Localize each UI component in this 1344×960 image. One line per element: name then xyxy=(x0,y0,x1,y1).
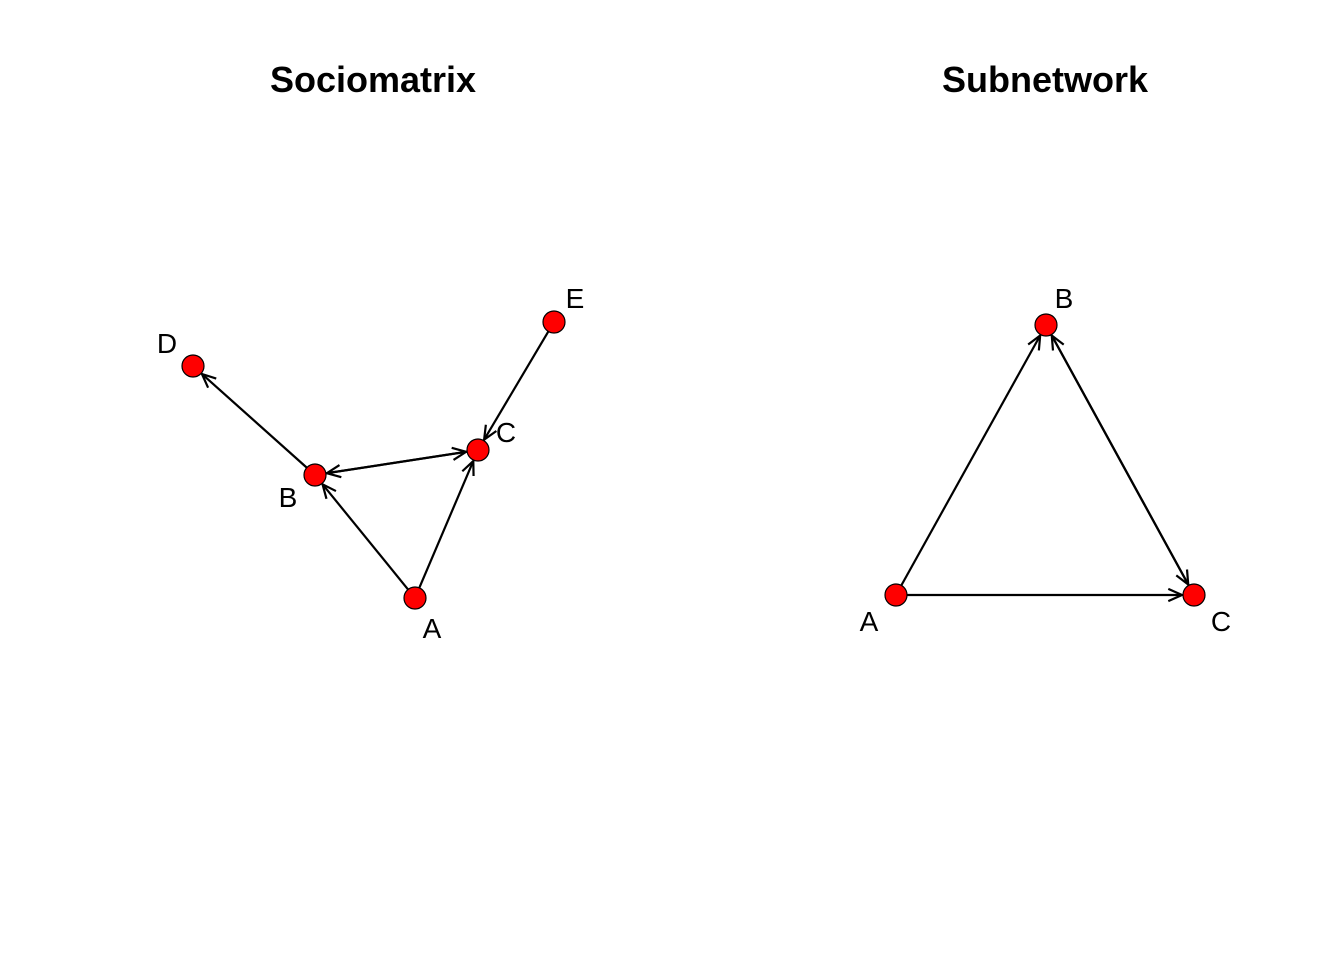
node-label-B: B xyxy=(279,482,298,513)
node-label-C: C xyxy=(1211,606,1231,637)
edge-E-to-C xyxy=(483,329,551,441)
node-C xyxy=(466,438,490,462)
node-label-C: C xyxy=(496,417,516,448)
edge-A-to-B xyxy=(321,483,411,592)
node-B xyxy=(1034,313,1058,337)
node-label-A: A xyxy=(860,606,879,637)
arrowhead-A-to-B xyxy=(1027,333,1042,351)
panel-subnetwork: Subnetwork A B C xyxy=(860,59,1231,637)
node-D xyxy=(181,354,205,378)
edge-B-to-D xyxy=(201,373,310,470)
edge-C-to-B xyxy=(326,450,470,475)
node-label-E: E xyxy=(566,283,585,314)
node-C xyxy=(1182,583,1206,607)
panel-title-sociomatrix: Sociomatrix xyxy=(270,59,476,100)
arrowhead-B-to-D xyxy=(199,372,217,389)
arrowhead-A-to-B xyxy=(320,482,337,500)
arrowhead-E-to-C xyxy=(482,424,498,443)
panel-sociomatrix: Sociomatrix A B C D E xyxy=(157,59,584,644)
edge-A-to-B xyxy=(899,334,1042,588)
edge-group-sociomatrix xyxy=(199,329,551,592)
node-A xyxy=(884,583,908,607)
node-label-A: A xyxy=(423,613,442,644)
node-A xyxy=(403,586,427,610)
node-E xyxy=(542,310,566,334)
node-label-D: D xyxy=(157,328,177,359)
edge-group-subnetwork xyxy=(899,332,1191,603)
node-B xyxy=(303,463,327,487)
arrowhead-A-to-C xyxy=(461,458,475,477)
arrowhead-C-to-B xyxy=(324,464,342,479)
edge-C-to-B xyxy=(1050,334,1191,588)
arrowhead-A-to-C xyxy=(1167,587,1185,603)
panel-title-subnetwork: Subnetwork xyxy=(942,59,1149,100)
node-group-subnetwork: A B C xyxy=(860,283,1231,637)
edge-A-to-C xyxy=(417,460,475,591)
arrowhead-C-to-B xyxy=(1050,333,1065,351)
node-label-B: B xyxy=(1055,283,1074,314)
node-group-sociomatrix: A B C D E xyxy=(157,283,584,644)
